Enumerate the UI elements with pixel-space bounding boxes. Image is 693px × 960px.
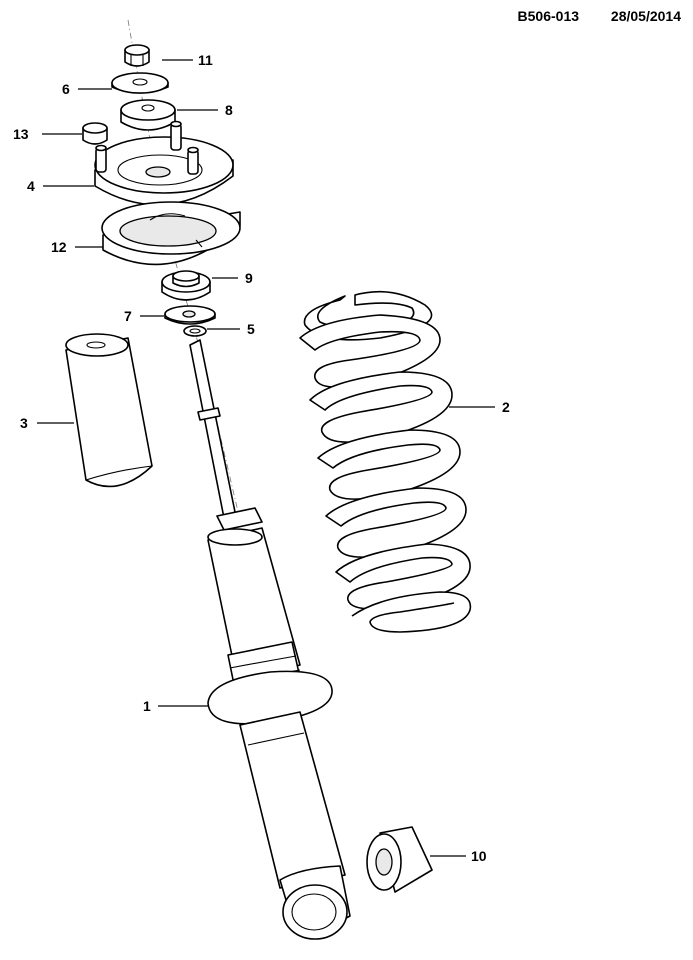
callout-2: 2 bbox=[502, 399, 510, 415]
part-nut-top[interactable] bbox=[124, 44, 150, 67]
part-shock-absorber[interactable] bbox=[189, 339, 351, 940]
callout-1: 1 bbox=[143, 698, 151, 714]
part-bump-stop[interactable] bbox=[161, 270, 211, 301]
part-washer-lower[interactable] bbox=[164, 305, 216, 325]
drawing-date: 28/05/2014 bbox=[610, 8, 681, 24]
drawing-header: B506-013 28/05/2014 bbox=[490, 8, 681, 24]
part-coil-spring[interactable] bbox=[299, 290, 472, 633]
callout-7: 7 bbox=[124, 308, 132, 324]
drawing-code: B506-013 bbox=[517, 8, 580, 24]
callout-9: 9 bbox=[245, 270, 253, 286]
callout-12: 12 bbox=[51, 239, 67, 255]
callout-13: 13 bbox=[13, 126, 29, 142]
callout-5: 5 bbox=[247, 321, 255, 337]
part-dust-boot[interactable] bbox=[65, 333, 153, 488]
part-nut-side[interactable] bbox=[82, 122, 108, 145]
callout-3: 3 bbox=[20, 415, 28, 431]
part-bearing-ring[interactable] bbox=[101, 201, 241, 266]
callout-8: 8 bbox=[225, 102, 233, 118]
part-upper-mount[interactable] bbox=[94, 120, 234, 206]
callout-11: 11 bbox=[198, 52, 213, 68]
part-rubber-cushion-upper[interactable] bbox=[120, 99, 176, 131]
callout-6: 6 bbox=[62, 81, 70, 97]
callout-4: 4 bbox=[27, 178, 35, 194]
part-washer-upper[interactable] bbox=[111, 72, 169, 94]
callout-10: 10 bbox=[471, 848, 487, 864]
part-bushing[interactable] bbox=[366, 826, 433, 893]
part-spacer-ring[interactable] bbox=[183, 325, 207, 337]
